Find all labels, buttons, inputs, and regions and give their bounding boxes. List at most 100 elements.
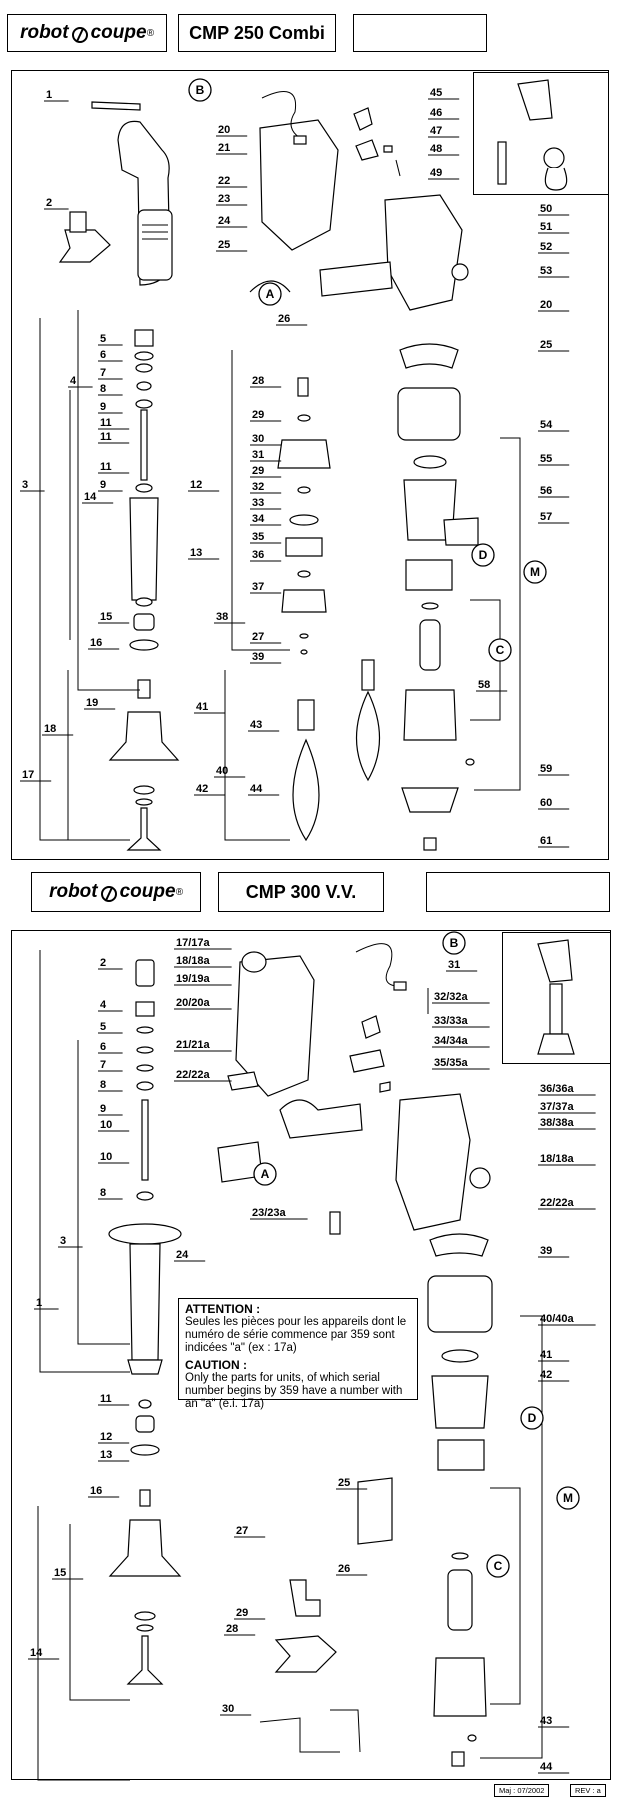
motor-body-1 — [117, 120, 173, 286]
caution-text: Only the parts for units, of which seria… — [185, 1372, 403, 1410]
sheet1-label-13: 14 — [84, 491, 97, 503]
sheet2-label-36: 35/35a — [434, 1057, 469, 1069]
sheet1-label-16: 15 — [100, 611, 112, 623]
handle-parts-2 — [217, 1071, 363, 1235]
sheet1-label-33: 31 — [252, 449, 264, 461]
sheet1-label-43: 39 — [252, 651, 264, 663]
sheet1-label-21: 41 — [196, 701, 208, 713]
board-parts-2 — [357, 1477, 393, 1545]
sheet2-label-35: 34/34a — [434, 1035, 469, 1047]
sheet2-label-4: 7 — [100, 1059, 106, 1071]
svg-text:M: M — [563, 1491, 573, 1505]
sheet1-label-18: 19 — [86, 697, 98, 709]
svg-text:B: B — [450, 936, 459, 950]
sheet1-label-56: 20 — [540, 299, 552, 311]
sheet2-label-29: 26 — [338, 1563, 350, 1575]
bracket-2-icon — [58, 211, 111, 263]
sheet1-label-34: 29 — [252, 465, 264, 477]
switch-parts-2 — [349, 988, 429, 1093]
sheet1-label-41: 38 — [216, 611, 228, 623]
brand-name-2b: coupe — [119, 881, 176, 902]
sheet1-label-39: 36 — [252, 549, 264, 561]
callout-m-3: M — [523, 560, 547, 584]
sheet2-label-26: 23/23a — [252, 1207, 287, 1219]
sheet2-label-12: 11 — [100, 1393, 112, 1405]
sheet2-label-37: 36/36a — [540, 1083, 575, 1095]
svg-text:M: M — [530, 565, 540, 579]
callout-c-9: C — [486, 1554, 510, 1578]
sheet1-label-19: 18 — [44, 723, 56, 735]
sheet1-label-32: 30 — [252, 433, 264, 445]
svg-text:A: A — [266, 287, 275, 301]
brand-mark-icon — [71, 27, 88, 43]
brand-name: robot — [20, 22, 69, 43]
sheet1-label-63: 59 — [540, 763, 552, 775]
serial-note: ATTENTION : Seules les pièces pour les a… — [178, 1298, 418, 1410]
sheet2-label-7: 10 — [100, 1119, 112, 1131]
sheet2-label-5: 8 — [100, 1079, 106, 1091]
sheet1-label-0: 1 — [46, 89, 52, 101]
sheet2-label-2: 5 — [100, 1021, 106, 1033]
sheet2-label-15: 16 — [90, 1485, 102, 1497]
model-title-1: CMP 250 Combi — [178, 14, 336, 52]
wall-bracket-icon — [91, 101, 141, 111]
callout-d-2: D — [471, 543, 495, 567]
motor-housing-2 — [235, 951, 493, 1767]
sheet1-label-31: 29 — [252, 409, 264, 421]
cable-icon — [261, 91, 307, 145]
sheet2-label-30: 28 — [226, 1623, 238, 1635]
inset-box-1 — [473, 72, 609, 195]
sheet2-label-23: 20/20a — [176, 997, 211, 1009]
switch-parts-1 — [353, 107, 401, 177]
svg-text:C: C — [494, 1559, 503, 1573]
gear-assembly-1 — [277, 377, 331, 655]
sheet1-label-35: 32 — [252, 481, 264, 493]
part-number-labels: 1234567891111119141213151619181741422021… — [20, 87, 596, 1774]
sheet1-label-52: 50 — [540, 203, 552, 215]
sheet2-label-32: 31 — [448, 959, 460, 971]
sheet2-label-11: 1 — [36, 1297, 42, 1309]
brand-name-b: robot — [49, 881, 98, 902]
sheet1-label-46: 44 — [250, 783, 263, 795]
sheet1-label-17: 16 — [90, 637, 102, 649]
sheet2-label-18: 27 — [236, 1525, 248, 1537]
sheet2-label-3: 6 — [100, 1041, 106, 1053]
sheet1-label-57: 25 — [540, 339, 552, 351]
sheet2-label-31: 30 — [222, 1703, 234, 1715]
brand-mark-icon-2 — [100, 886, 117, 902]
sheet2-label-42: 39 — [540, 1245, 552, 1257]
svg-text:B: B — [196, 83, 205, 97]
sheet2-label-39: 38/38a — [540, 1117, 575, 1129]
sheet1-label-44: 40 — [216, 765, 228, 777]
brand-name-2: coupe — [90, 22, 147, 43]
callout-c-4: C — [488, 638, 512, 662]
blank-box-1 — [353, 14, 487, 52]
svg-text:C: C — [496, 643, 505, 657]
model-title-2: CMP 300 V.V. — [218, 872, 384, 912]
sheet1-label-11: 11 — [100, 461, 112, 473]
sheet2-label-40: 18/18a — [540, 1153, 575, 1165]
callout-m-8: M — [556, 1486, 580, 1510]
sheet1-label-12: 9 — [100, 479, 106, 491]
brand-logo-2: robot coupe ® — [31, 872, 201, 912]
sheet1-label-7: 8 — [100, 383, 106, 395]
sheet2-label-16: 15 — [54, 1567, 66, 1579]
sheet1-label-10: 11 — [100, 431, 112, 443]
sheet2-label-41: 22/22a — [540, 1197, 575, 1209]
sheet2-label-27: 24 — [176, 1249, 189, 1261]
sheet1-label-27: 24 — [218, 215, 231, 227]
sheet1-label-45: 43 — [250, 719, 262, 731]
sheet1-label-20: 17 — [22, 769, 34, 781]
sheet2-label-45: 42 — [540, 1369, 552, 1381]
sheet1-label-53: 51 — [540, 221, 552, 233]
sheet1-label-61: 57 — [540, 511, 552, 523]
sheet2-label-46: 43 — [540, 1715, 552, 1727]
sheet2-label-6: 9 — [100, 1103, 106, 1115]
sheet1-label-36: 33 — [252, 497, 264, 509]
attention-title: ATTENTION : — [185, 1302, 261, 1316]
footer-date: Maj : 07/2002 — [494, 1784, 550, 1797]
sheet1-label-37: 34 — [252, 513, 265, 525]
sheet1-label-30: 28 — [252, 375, 264, 387]
sheet1-label-40: 37 — [252, 581, 264, 593]
